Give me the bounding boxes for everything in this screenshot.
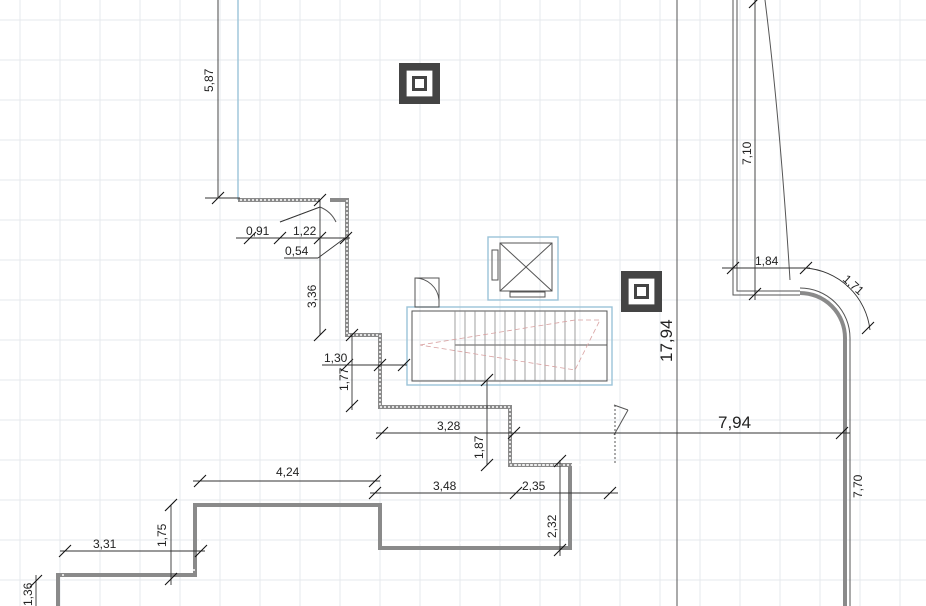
dimension-7-10: 7,10 — [740, 0, 762, 301]
column-2 — [621, 271, 662, 312]
dim-label-0-54: 0,54 — [285, 244, 309, 258]
dimension-1-77: 1,77 — [337, 328, 359, 413]
dimension-1-36: 1,36 — [21, 574, 43, 606]
dim-label-7-10: 7,10 — [740, 141, 754, 165]
lower-walls — [56, 405, 616, 606]
dim-label-1-77: 1,77 — [337, 367, 351, 391]
dim-label-3-28: 3,28 — [437, 419, 461, 433]
dim-label-7-94: 7,94 — [718, 413, 751, 432]
dim-label-3-48: 3,48 — [433, 479, 457, 493]
dim-label-1-36: 1,36 — [21, 582, 35, 606]
dimension-1-75: 1,75 — [155, 498, 178, 586]
dim-label-5-87: 5,87 — [202, 68, 216, 92]
dim-label-3-31: 3,31 — [93, 537, 117, 551]
dim-label-1-30: 1,30 — [324, 351, 348, 365]
dimension-3-36: 3,36 — [305, 193, 327, 342]
dim-label-1-87: 1,87 — [472, 435, 486, 459]
dimension-2-32: 2,32 — [545, 454, 567, 557]
dim-label-2-35: 2,35 — [522, 479, 546, 493]
dimension-3-31: 3,31 — [58, 537, 208, 558]
dim-label-1-22: 1,22 — [293, 224, 317, 238]
dimension-0-54: 0,54 — [284, 237, 346, 259]
dim-label-1-84: 1,84 — [755, 254, 779, 268]
column-1 — [399, 63, 440, 104]
dim-label-17-94: 17,94 — [657, 319, 676, 362]
dimension-3-48-2-35: 3,48 2,35 — [368, 479, 618, 500]
dimension-0-91-1-22: 0,91 1,22 — [236, 224, 353, 245]
right-structure — [676, 0, 851, 606]
dimension-4-24: 4,24 — [193, 465, 382, 488]
elevator — [487, 236, 559, 301]
dim-label-1-75: 1,75 — [155, 523, 169, 547]
dimension-1-71: 1,71 — [804, 267, 875, 335]
staircase — [406, 277, 629, 436]
dim-label-4-24: 4,24 — [276, 465, 300, 479]
dim-label-0-91: 0,91 — [246, 224, 270, 238]
dim-label-7-70: 7,70 — [851, 474, 865, 498]
dim-label-1-71: 1,71 — [840, 272, 867, 298]
dimension-1-30: 1,30 — [322, 351, 411, 372]
upper-room-walls — [237, 0, 560, 467]
dimension-5-87: 5,87 — [202, 0, 240, 205]
dim-label-3-36: 3,36 — [305, 284, 319, 308]
dim-label-2-32: 2,32 — [545, 514, 559, 538]
dimension-1-87: 1,87 — [472, 373, 494, 472]
dimension-1-84: 1,84 — [722, 254, 813, 275]
dimension-3-28-7-94: 3,28 7,94 — [375, 413, 850, 440]
